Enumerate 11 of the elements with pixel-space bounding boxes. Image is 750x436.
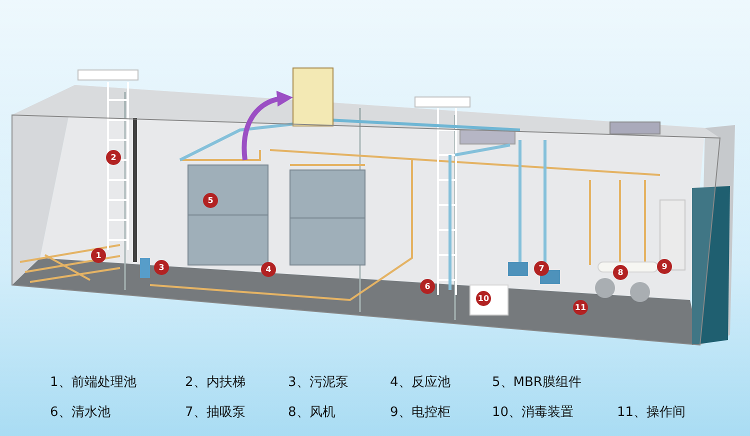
- legend-item: 1、前端处理池: [50, 374, 136, 391]
- legend-item: 3、污泥泵: [288, 374, 348, 391]
- legend-item: 8、风机: [288, 404, 336, 421]
- legend-item: 6、清水池: [50, 404, 110, 421]
- legend-item: 10、消毒装置: [492, 404, 574, 421]
- legend-item: 5、MBR膜组件: [492, 374, 582, 391]
- legend-item: 9、电控柜: [390, 404, 450, 421]
- legend-item: 11、操作间: [617, 404, 686, 421]
- legend-item: 4、反应池: [390, 374, 450, 391]
- legend-item: 7、抽吸泵: [185, 404, 246, 421]
- legend-item: 2、内扶梯: [185, 374, 246, 391]
